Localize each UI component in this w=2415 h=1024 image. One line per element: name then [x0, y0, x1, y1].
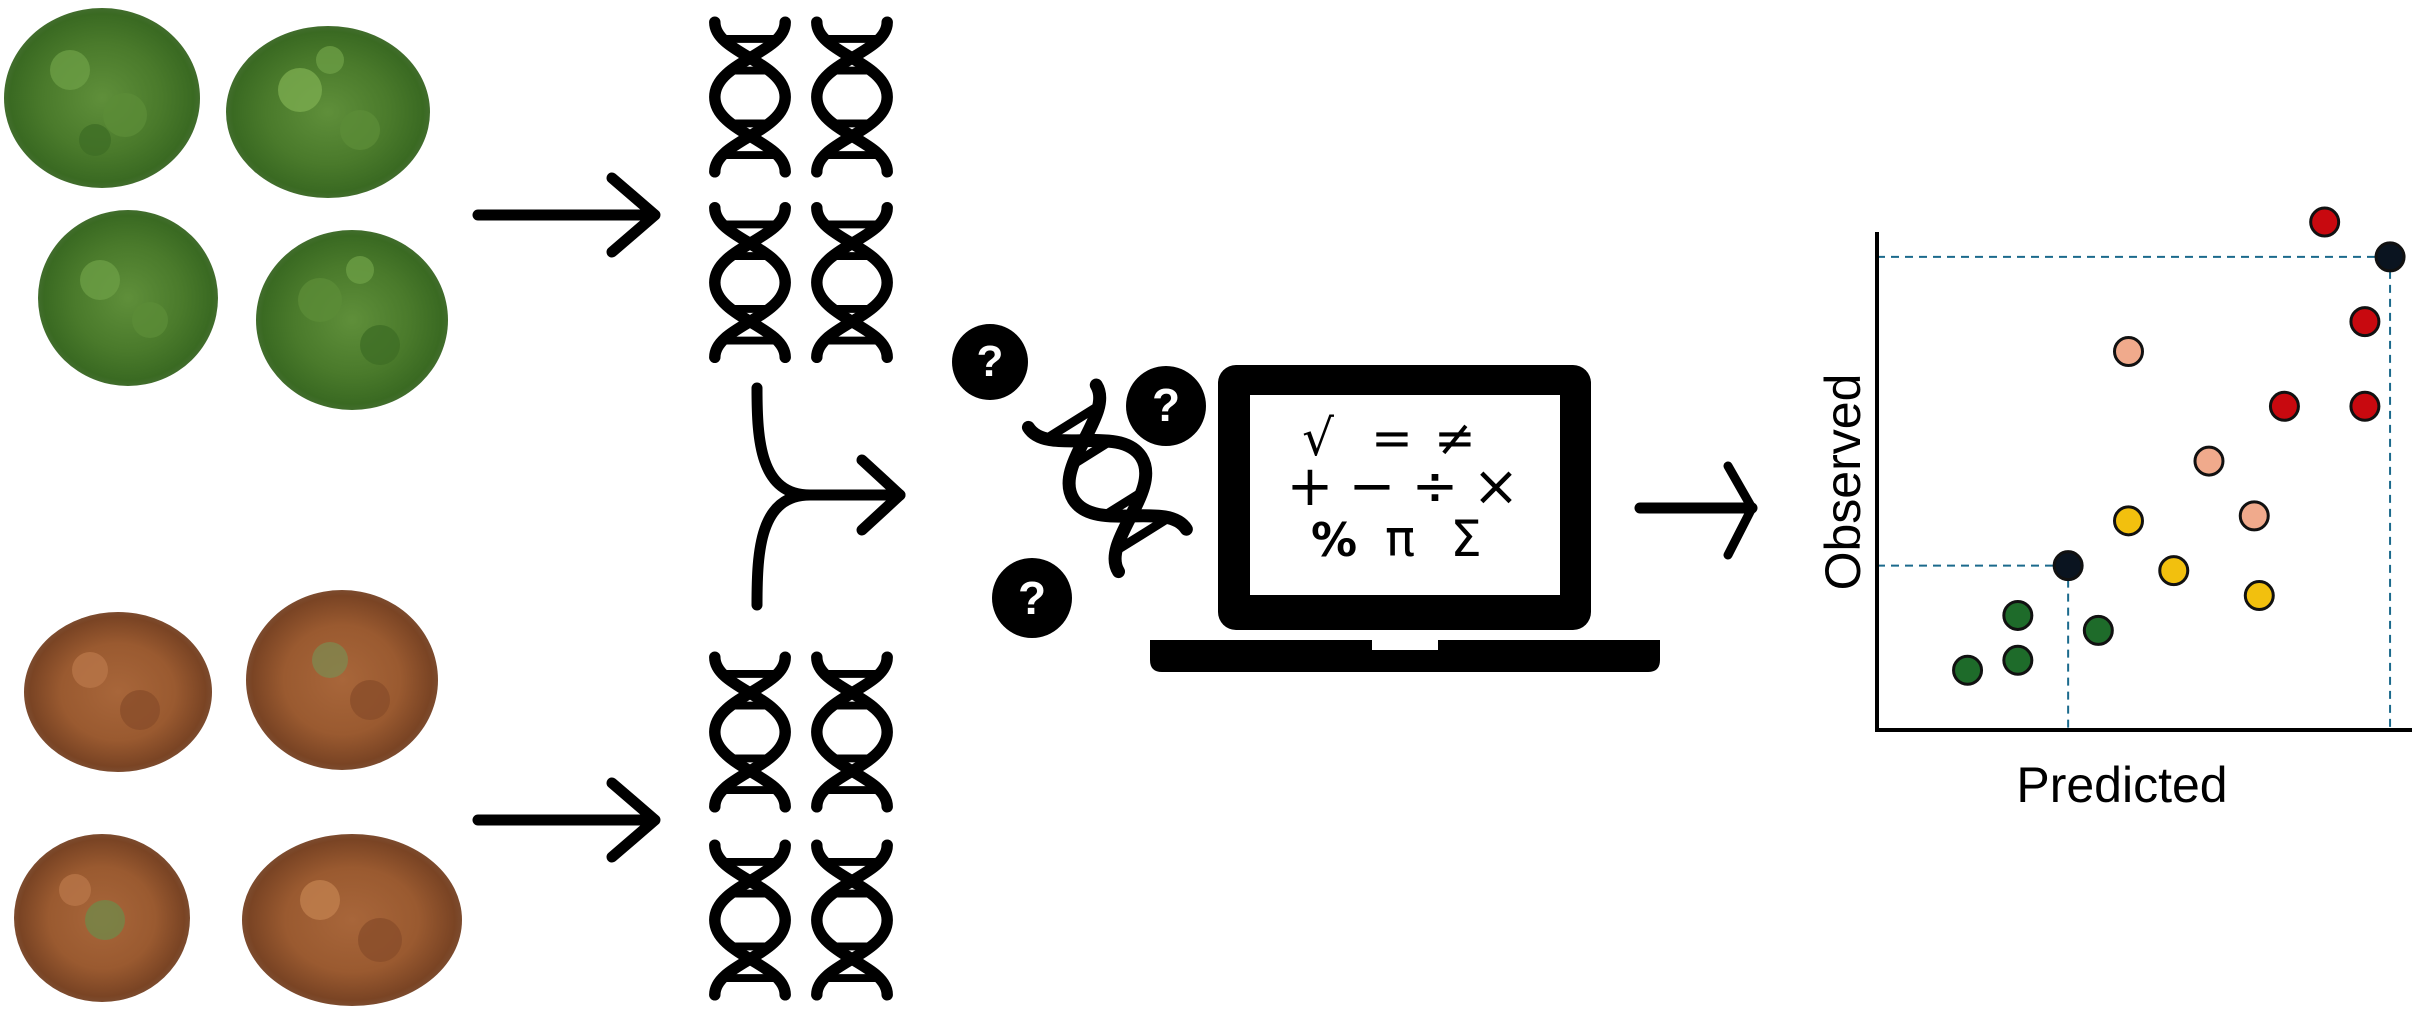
equals-symbol: =: [1371, 409, 1413, 467]
question-mark-text: ?: [1152, 379, 1180, 431]
plus-symbol: +: [1287, 454, 1334, 519]
data-point: [2082, 614, 2114, 646]
data-point: [2193, 445, 2225, 477]
data-point: [2113, 336, 2144, 368]
dry-plants-group: [14, 590, 462, 1006]
pi-symbol: π: [1385, 510, 1415, 568]
times-symbol: ×: [1473, 454, 1520, 519]
data-point: [2158, 555, 2190, 587]
data-point: [2243, 580, 2275, 612]
data-point: [2238, 500, 2270, 532]
question-icon: ?: [952, 324, 1028, 400]
dry-plant-image: [14, 834, 190, 1002]
arrow-right-icon: [472, 777, 661, 863]
data-point: [2309, 206, 2341, 238]
data-point: [2052, 550, 2084, 582]
math-symbols: √ = ≠ + − ÷ × % π Σ: [1287, 409, 1520, 568]
dna-group-healthy: [715, 22, 887, 357]
laptop-icon: √ = ≠ + − ÷ × % π Σ: [1150, 365, 1660, 672]
reference-lines: [1877, 255, 2392, 730]
healthy-plant-image: [4, 8, 200, 188]
data-point: [2113, 505, 2144, 537]
dry-plant-image: [24, 612, 212, 772]
question-icon: ?: [1126, 366, 1206, 446]
prediction-scatter-chart: Predicted Observed: [1815, 206, 2412, 813]
dna-icon: [817, 208, 887, 358]
data-point: [2374, 241, 2406, 273]
dna-icon: [715, 657, 785, 807]
laptop-screen: [1250, 395, 1560, 595]
question-mark-text: ?: [1018, 572, 1046, 624]
dna-icon: [817, 845, 887, 995]
data-points: [1952, 206, 2406, 686]
question-mark-text: ?: [977, 337, 1004, 386]
sqrt-symbol: √: [1302, 409, 1334, 467]
dna-icon: [817, 22, 887, 172]
dna-icon: [715, 208, 785, 358]
merge-arrow-icon: [751, 382, 906, 611]
data-point: [2002, 644, 2034, 676]
data-point: [2002, 599, 2034, 631]
dna-icon: [715, 845, 785, 995]
divide-symbol: ÷: [1412, 454, 1459, 519]
data-point: [1952, 654, 1984, 686]
x-axis-label: Predicted: [2016, 757, 2227, 813]
y-axis-label: Observed: [1815, 374, 1871, 591]
not-equal-symbol: ≠: [1434, 409, 1476, 467]
dna-icon: [715, 22, 785, 172]
question-icon: ?: [992, 558, 1072, 638]
arrow-right-icon: [472, 172, 661, 258]
dry-plant-image: [246, 590, 438, 770]
data-point: [2268, 390, 2300, 422]
healthy-plant-image: [38, 210, 218, 386]
minus-symbol: −: [1349, 454, 1396, 519]
percent-symbol: %: [1311, 513, 1357, 567]
data-point: [2349, 306, 2381, 338]
data-point: [2349, 390, 2381, 422]
healthy-plant-image: [256, 230, 448, 410]
healthy-plant-image: [226, 26, 430, 198]
healthy-plants-group: [4, 8, 448, 410]
unknown-genotype-group: ? ? ?: [952, 324, 1206, 638]
dry-plant-image: [242, 834, 462, 1006]
dna-group-dry: [715, 657, 887, 995]
sigma-symbol: Σ: [1450, 510, 1482, 568]
dna-icon: [817, 657, 887, 807]
arrow-right-icon: [1634, 461, 1758, 560]
